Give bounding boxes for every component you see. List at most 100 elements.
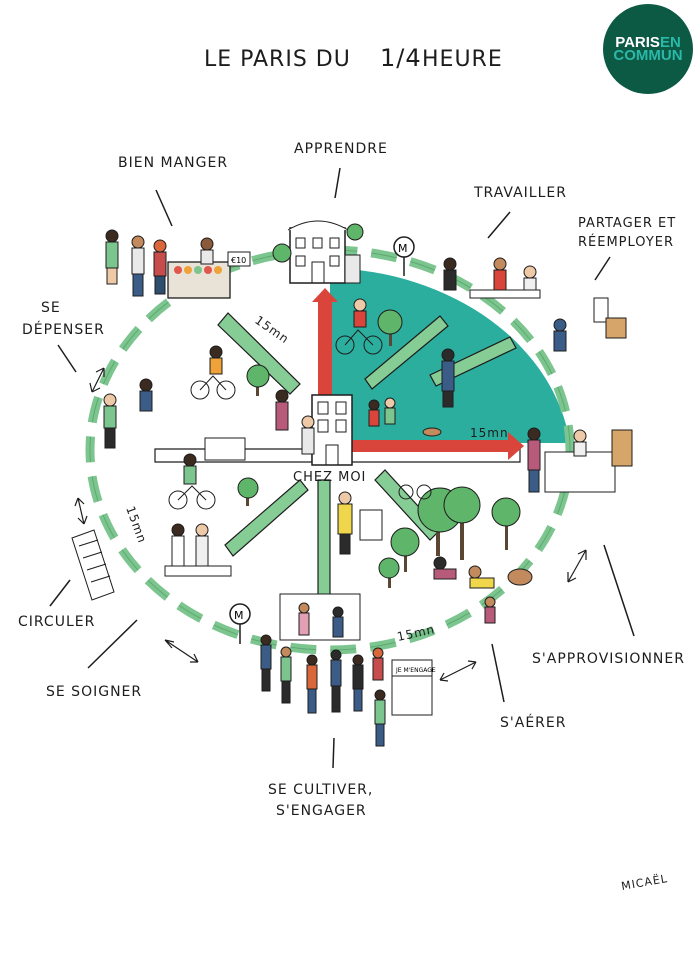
center-label: CHEZ MOI bbox=[293, 470, 366, 485]
label-se-depenser-2: DÉPENSER bbox=[22, 321, 105, 338]
label-s-aerer: S'AÉRER bbox=[500, 714, 566, 731]
ballot-sign: JE M'ENGAGE bbox=[395, 667, 436, 674]
label-partager-1: PARTAGER ET bbox=[578, 216, 676, 231]
person-icon bbox=[209, 345, 223, 375]
school-building bbox=[272, 220, 364, 284]
logo-part-paris: PARIS bbox=[615, 34, 660, 51]
person-icon bbox=[443, 257, 457, 291]
trees bbox=[237, 309, 521, 588]
double-arrow-icon bbox=[89, 367, 105, 393]
label-se-soigner: SE SOIGNER bbox=[46, 684, 142, 700]
double-arrow-icon bbox=[74, 497, 88, 525]
label-se-depenser-1: SE bbox=[41, 300, 61, 316]
person-icon bbox=[573, 429, 587, 457]
person-icon bbox=[260, 634, 272, 692]
arrow-east-head bbox=[508, 432, 524, 460]
street-cleaner-cart bbox=[359, 509, 383, 541]
logo-line-1: PARISEN bbox=[615, 35, 681, 50]
person-icon bbox=[301, 415, 315, 455]
person-icon bbox=[200, 237, 214, 265]
person-icon bbox=[131, 235, 145, 297]
label-circuler: CIRCULER bbox=[18, 614, 95, 630]
metro-label: M bbox=[234, 609, 244, 622]
title-fraction: 1/4 bbox=[380, 44, 422, 72]
person-icon bbox=[468, 565, 495, 589]
distance-label-w: 15mn bbox=[123, 504, 149, 545]
person-icon bbox=[153, 239, 167, 295]
road-s bbox=[317, 479, 331, 601]
person-icon bbox=[139, 378, 153, 412]
double-arrow-icon bbox=[567, 549, 587, 583]
theater-stage bbox=[279, 593, 361, 641]
picnic-basket bbox=[507, 568, 533, 586]
clinic-desk bbox=[164, 565, 232, 577]
bread-shelf bbox=[611, 429, 633, 467]
person-icon bbox=[275, 389, 289, 431]
people bbox=[103, 229, 633, 747]
title-main: LE PARIS DU bbox=[204, 47, 351, 72]
dog-icon bbox=[422, 427, 442, 437]
person-icon bbox=[368, 399, 380, 427]
person-icon bbox=[527, 427, 541, 493]
cabinet-icon bbox=[605, 317, 627, 339]
tree-icon bbox=[346, 223, 364, 241]
person-icon bbox=[372, 647, 384, 681]
person-icon bbox=[330, 649, 342, 713]
metro-label: M bbox=[398, 242, 408, 255]
person-icon bbox=[337, 491, 353, 555]
chair-icon bbox=[593, 297, 609, 323]
person-icon bbox=[183, 453, 197, 485]
arrow-east-shaft bbox=[352, 440, 510, 452]
radial-roads bbox=[154, 312, 521, 601]
activity-labels: BIEN MANGER APPRENDRE TRAVAILLER PARTAGE… bbox=[18, 141, 685, 819]
bicycle-icon bbox=[398, 484, 432, 500]
leader-lines bbox=[49, 167, 635, 769]
bicycle-icon bbox=[190, 375, 236, 400]
bakery-counter bbox=[544, 451, 616, 493]
price-sign: €10 bbox=[231, 256, 246, 265]
title-suffix: HEURE bbox=[422, 47, 503, 72]
crosswalk-icon bbox=[71, 529, 115, 601]
tree-icon bbox=[378, 557, 400, 588]
logo-part-commun: COMMUN bbox=[613, 47, 683, 64]
label-travailler: TRAVAILLER bbox=[473, 185, 567, 201]
tree-icon bbox=[272, 243, 292, 263]
person-icon bbox=[171, 523, 185, 567]
person-icon bbox=[105, 229, 119, 285]
person-icon bbox=[280, 646, 292, 704]
person-icon bbox=[353, 298, 367, 328]
tree-icon bbox=[246, 364, 270, 396]
home-building bbox=[311, 394, 353, 466]
label-se-cultiver-1: SE CULTIVER, bbox=[268, 782, 373, 798]
tree-icon bbox=[377, 309, 403, 346]
tree-icon bbox=[390, 527, 420, 572]
road-ne bbox=[364, 315, 449, 390]
market-stall: €10 bbox=[167, 251, 251, 299]
person-icon bbox=[441, 348, 455, 408]
office-table bbox=[469, 289, 541, 299]
person-icon bbox=[298, 602, 310, 636]
label-partager-2: RÉEMPLOYER bbox=[578, 234, 674, 250]
arrow-north-head bbox=[312, 288, 338, 302]
metro-sign-north: M bbox=[393, 236, 415, 276]
paris-en-commun-logo: PARISEN COMMUN bbox=[603, 4, 693, 94]
page-title: LE PARIS DU 1/4 HEURE bbox=[204, 44, 503, 72]
person-icon bbox=[306, 654, 318, 714]
double-arrow-icon bbox=[164, 639, 199, 663]
road-sw bbox=[224, 479, 309, 557]
tree-icon bbox=[237, 477, 259, 506]
bicycle-icon bbox=[335, 329, 383, 355]
label-s-approvisionner: S'APPROVISIONNER bbox=[532, 651, 685, 667]
distance-label-nw: 15mn bbox=[252, 313, 292, 347]
person-icon bbox=[374, 689, 386, 747]
person-icon bbox=[553, 318, 567, 352]
person-icon bbox=[332, 606, 344, 638]
logo-part-en: EN bbox=[659, 34, 681, 51]
metro-sign-south: M bbox=[229, 603, 251, 644]
label-se-cultiver-2: S'ENGAGER bbox=[276, 803, 367, 819]
person-icon bbox=[433, 556, 457, 580]
person-icon bbox=[384, 397, 396, 425]
artist-signature: MICAËL bbox=[620, 872, 669, 893]
